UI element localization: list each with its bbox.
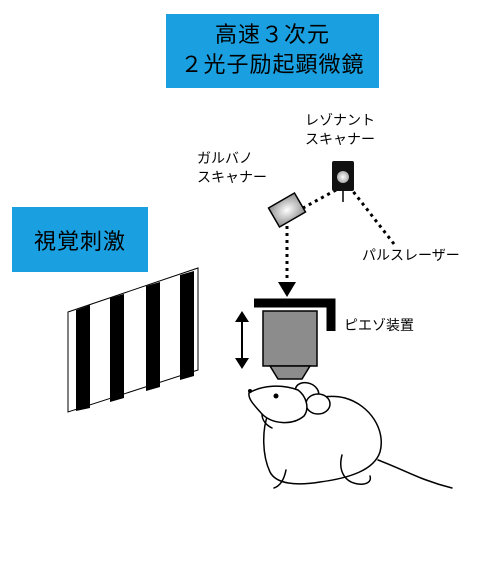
grating-stimulus bbox=[67, 267, 199, 413]
resonant-scanner bbox=[332, 161, 354, 202]
piezo-device-label: ピエゾ装置 bbox=[344, 318, 414, 334]
title-line-1: 高速３次元 bbox=[214, 23, 330, 48]
mouse-illustration bbox=[248, 381, 453, 489]
galvo-scanner-label: ガルバノ スキャナー bbox=[197, 151, 267, 186]
visual-stimulus-box: 視覚刺激 bbox=[12, 207, 148, 272]
laser-to-resonant-path bbox=[350, 189, 396, 245]
piezo-motion-arrow bbox=[235, 311, 249, 369]
title-line-2: ２光子励起顕微鏡 bbox=[180, 53, 365, 78]
resonant-scanner-label: レゾナント スキャナー bbox=[305, 113, 375, 148]
visual-stimulus-label: 視覚刺激 bbox=[33, 229, 126, 255]
galvo-scanner bbox=[267, 191, 307, 229]
laser-arrowhead bbox=[278, 282, 296, 297]
pulse-laser-label: パルスレーザー bbox=[362, 248, 460, 264]
title-box: 高速３次元 ２光子励起顕微鏡 bbox=[166, 14, 379, 88]
laser-path bbox=[285, 188, 396, 284]
objective-lens bbox=[254, 298, 336, 380]
resonant-to-galvo-path bbox=[302, 188, 337, 210]
